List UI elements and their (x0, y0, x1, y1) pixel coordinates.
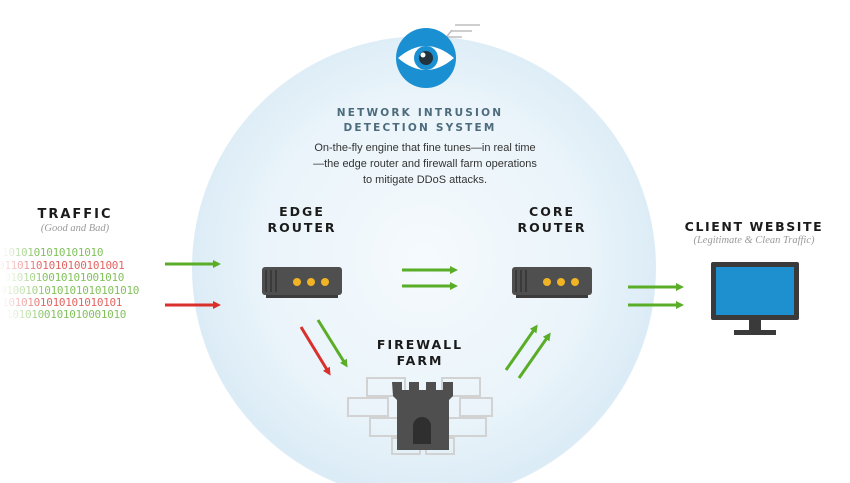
arrow-firewall-to-core-2 (517, 332, 551, 379)
core-router-device (512, 267, 592, 298)
core-router-label-line1: CORE (529, 204, 575, 219)
arrow-edge-to-firewall-bad (299, 326, 331, 376)
firewall-label-line2: FARM (396, 353, 444, 368)
client-monitor-icon (711, 262, 799, 335)
core-router-label-line2: ROUTER (517, 220, 587, 235)
firewall-label-line1: FIREWALL (376, 337, 464, 352)
ids-title-line1: NETWORK INTRUSION (336, 107, 504, 119)
edge-router-label-line1: EDGE (279, 204, 325, 219)
edge-router-label-line2: ROUTER (267, 220, 337, 235)
binary-row: 1010101010101010 (2, 246, 104, 259)
eye-icon (396, 24, 480, 88)
arrow-firewall-to-core-1 (504, 324, 538, 371)
edge-router-device (262, 267, 342, 298)
arrow-edge-to-firewall-good (316, 319, 348, 368)
traffic-title: TRAFFIC (37, 207, 113, 222)
firewall-castle-icon (347, 377, 493, 455)
ids-title-line2: DETECTION SYSTEM (343, 122, 497, 134)
binary-row: 1010100101010001010 (6, 308, 127, 321)
binary-row: 01101101010100101001 (0, 259, 125, 272)
traffic-subtitle: (Good and Bad) (40, 223, 110, 234)
client-website-title: CLIENT WEBSITE (684, 219, 824, 234)
binary-row: 0100101010101010101010 (0, 284, 140, 297)
client-website-subtitle: (Legitimate & Clean Traffic) (693, 235, 815, 246)
binary-row: 0101010010101001010 (4, 271, 125, 284)
ids-description: On-the-fly engine that fine tunes—in rea… (313, 142, 537, 186)
ids-coverage-circle (192, 36, 656, 483)
binary-row: 1010101010101010101 (2, 296, 123, 309)
